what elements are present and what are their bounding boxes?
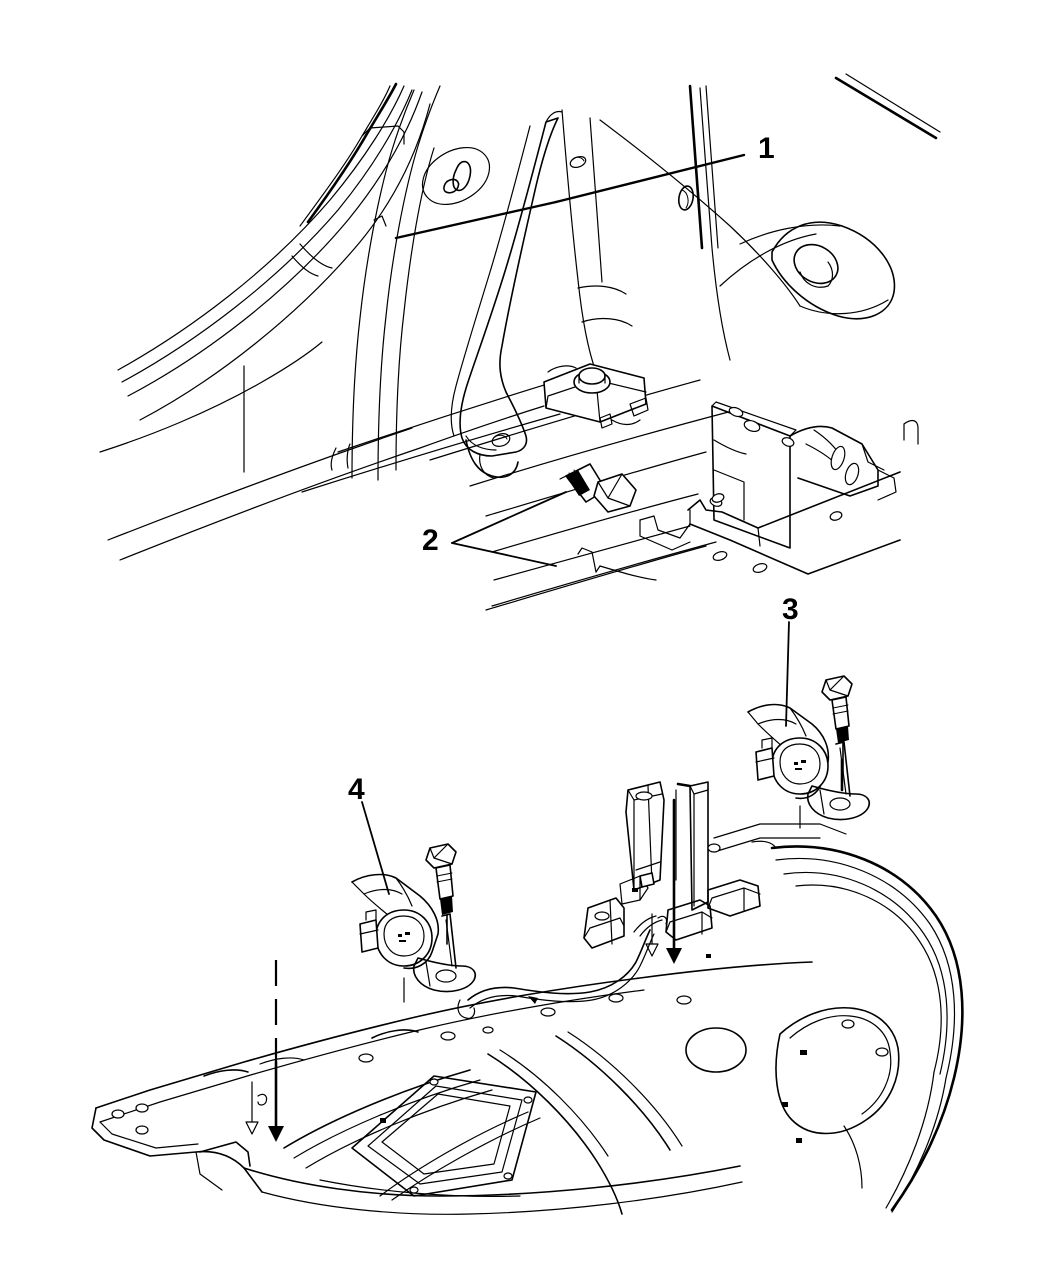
wiring-harness (457, 915, 663, 1019)
frame-rail-bracket (485, 401, 919, 611)
assembly-arrow-right (645, 798, 682, 964)
callout-number-3: 3 (782, 593, 799, 626)
a-pillar-panel (99, 82, 441, 481)
assembly-arrow-left (245, 960, 284, 1142)
callout-number-4: 4 (348, 773, 365, 806)
callout-number-1: 1 (758, 132, 775, 165)
bulkhead-panel (599, 73, 941, 361)
callout-leaders (361, 153, 790, 895)
horn-upper (747, 675, 871, 821)
horn-bolt-lower (425, 843, 457, 945)
horn-lower (351, 843, 477, 993)
cage-nut-plate (543, 363, 649, 429)
access-opening (351, 1075, 537, 1197)
wheelhouse-arch (707, 823, 964, 1213)
horn-bolt-upper (821, 675, 853, 773)
pillar-brace (421, 109, 633, 479)
grommet-hole (771, 221, 896, 320)
mid-brackets (583, 781, 761, 949)
callout-number-2: 2 (422, 524, 439, 557)
radiator-support (91, 954, 900, 1215)
floor-shelf-panel (107, 367, 737, 607)
mounting-bolt (559, 463, 637, 513)
